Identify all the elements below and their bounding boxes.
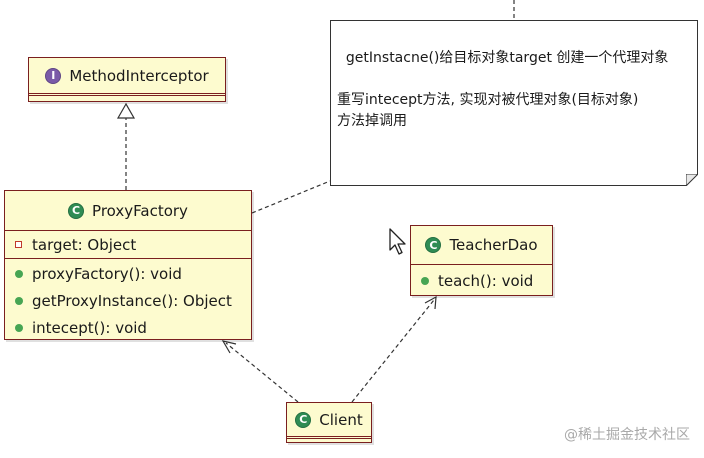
private-field-icon [15, 241, 22, 248]
method-interceptor-interface[interactable]: I MethodInterceptor [28, 57, 226, 102]
public-method-icon [15, 269, 23, 278]
class-icon: C [425, 237, 442, 253]
method-text: teach(): void [438, 271, 534, 290]
teacher-dao-methods: teach(): void [411, 265, 552, 294]
class-icon: C [295, 411, 312, 428]
public-method-icon [15, 323, 23, 332]
note-connector [251, 180, 331, 214]
note-text: getInstacne()给目标对象target 创建一个代理对象 重写inte… [337, 50, 669, 129]
proxy-factory-fields: target: Object [5, 231, 251, 259]
method-interceptor-name: MethodInterceptor [69, 66, 209, 85]
dependency-arrowhead-proxyfactory [221, 340, 237, 354]
method-text: proxyFactory(): void [32, 264, 182, 283]
client-name: Client [319, 410, 363, 429]
field-row: target: Object [5, 231, 251, 258]
method-row: intecept(): void [5, 314, 251, 341]
class-icon: C [68, 202, 85, 219]
note-fold-corner [686, 174, 698, 186]
client-class[interactable]: C Client [286, 402, 372, 443]
annotation-note[interactable]: getInstacne()给目标对象target 创建一个代理对象 重写inte… [330, 20, 698, 186]
method-row: getProxyInstance(): Object [5, 287, 251, 314]
proxy-factory-class[interactable]: C ProxyFactory target: Object proxyFacto… [4, 190, 252, 340]
interface-icon: I [45, 67, 62, 84]
proxy-factory-name: ProxyFactory [92, 201, 188, 220]
public-method-icon [421, 276, 429, 285]
dependency-client-teacherdao [351, 299, 435, 403]
dependency-arrowhead-teacherdao [424, 295, 437, 310]
method-interceptor-header: I MethodInterceptor [29, 58, 225, 96]
method-row: proxyFactory(): void [5, 260, 251, 287]
teacher-dao-header: C TeacherDao [411, 226, 552, 265]
proxy-factory-methods: proxyFactory(): void getProxyInstance():… [5, 259, 251, 341]
realization-arrowhead [116, 102, 136, 119]
proxy-factory-header: C ProxyFactory [5, 191, 251, 231]
field-text: target: Object [32, 235, 137, 254]
client-header: C Client [287, 403, 371, 439]
method-text: intecept(): void [32, 318, 147, 337]
public-method-icon [15, 296, 23, 305]
watermark: @稀土掘金技术社区 [564, 427, 690, 443]
dependency-client-proxyfactory [225, 342, 299, 403]
method-row: teach(): void [411, 267, 552, 294]
mouse-pointer-icon [389, 228, 406, 255]
teacher-dao-name: TeacherDao [449, 236, 538, 254]
method-text: getProxyInstance(): Object [32, 291, 232, 310]
teacher-dao-class[interactable]: C TeacherDao teach(): void [410, 225, 553, 296]
